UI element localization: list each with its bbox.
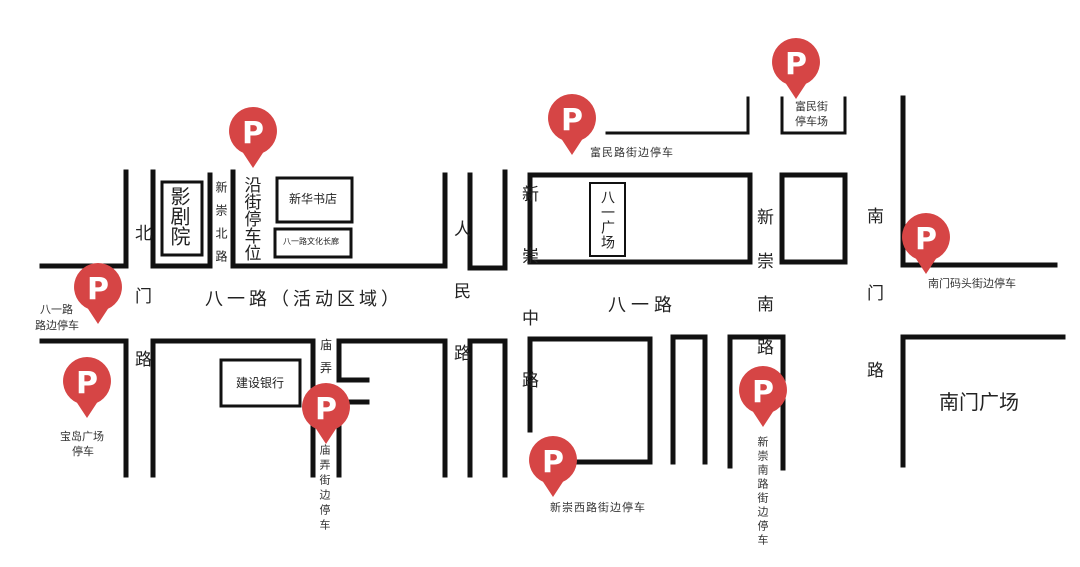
- road-label-xinchong-zhong: 新崇中路: [518, 185, 538, 433]
- block-outline: [467, 169, 508, 271]
- pin-letter: P: [315, 392, 337, 427]
- cinema-label: 影剧院: [167, 186, 191, 246]
- bookstore-label: 新华书店: [289, 192, 338, 206]
- cinema-box: [160, 180, 204, 257]
- gallery-box: [273, 227, 353, 259]
- road-label-beimen: 北门路: [131, 224, 151, 413]
- parking-pin-icon[interactable]: P: [73, 262, 123, 328]
- block-outline: [527, 172, 753, 265]
- parking-label: 富民路街边停车: [590, 146, 674, 159]
- block-outline: [39, 169, 129, 269]
- parking-pin-icon[interactable]: P: [301, 382, 351, 448]
- road-label-bayi-activity: 八一路（活动区域）: [205, 289, 403, 310]
- block-outline: [605, 96, 750, 135]
- pin-letter: P: [915, 222, 937, 257]
- road-label-renmin: 人民路: [450, 220, 470, 406]
- pin-letter: P: [76, 366, 98, 401]
- parking-label: 宝岛广场: [60, 430, 104, 443]
- road-label-xinchong-bei: 新崇北路: [214, 181, 228, 273]
- block-outline: [900, 95, 1058, 268]
- road-label-nanmen: 南门路: [863, 207, 883, 438]
- bank-label: 建设银行: [236, 376, 285, 390]
- parking-label: 路边停车: [35, 319, 79, 332]
- parking-label: 南门码头街边停车: [928, 277, 1016, 290]
- parking-label: 新崇西路街边停车: [550, 501, 646, 514]
- bayi-square-label: 八一广场: [599, 190, 615, 250]
- parking-pin-icon[interactable]: P: [528, 435, 578, 501]
- parking-label: 停车场: [795, 115, 828, 128]
- parking-label: 停车: [72, 445, 94, 458]
- parking-label: 沿街停车位: [240, 176, 261, 261]
- culture-gallery-label: 八一路文化长廊: [283, 237, 339, 246]
- parking-pin-icon[interactable]: P: [62, 356, 112, 422]
- pin-letter: P: [752, 375, 774, 410]
- parking-pin-icon[interactable]: P: [771, 37, 821, 103]
- parking-label: 庙弄街边停车: [318, 444, 331, 534]
- pin-letter: P: [785, 47, 807, 82]
- pin-letter: P: [242, 116, 264, 151]
- parking-label: 新崇南路街边停车: [756, 436, 769, 548]
- pin-letter: P: [87, 272, 109, 307]
- block-outline: [670, 334, 708, 465]
- pin-letter: P: [561, 103, 583, 138]
- road-label-bayi: 八一路: [608, 295, 677, 316]
- block-outline: [527, 336, 653, 465]
- parking-pin-icon[interactable]: P: [228, 106, 278, 172]
- parking-label: 富民街: [795, 100, 828, 113]
- block-outline: [39, 338, 129, 478]
- block-outline: [230, 169, 448, 269]
- parking-pin-icon[interactable]: P: [901, 212, 951, 278]
- parking-pin-icon[interactable]: P: [547, 93, 597, 159]
- parking-pin-icon[interactable]: P: [738, 365, 788, 431]
- bookstore-box: [275, 176, 354, 224]
- bayi-square-box: [589, 182, 626, 257]
- pin-letter: P: [542, 445, 564, 480]
- block-outline: [900, 334, 1066, 468]
- nanmen-square-label: 南门广场: [939, 390, 1019, 414]
- bank-box: [219, 358, 302, 408]
- block-outline: [150, 169, 213, 269]
- block-outline: [336, 338, 448, 478]
- block-outline: [779, 172, 848, 265]
- block-outline: [780, 96, 847, 135]
- block-outline: [467, 338, 508, 478]
- parking-label: 八一路: [40, 303, 73, 316]
